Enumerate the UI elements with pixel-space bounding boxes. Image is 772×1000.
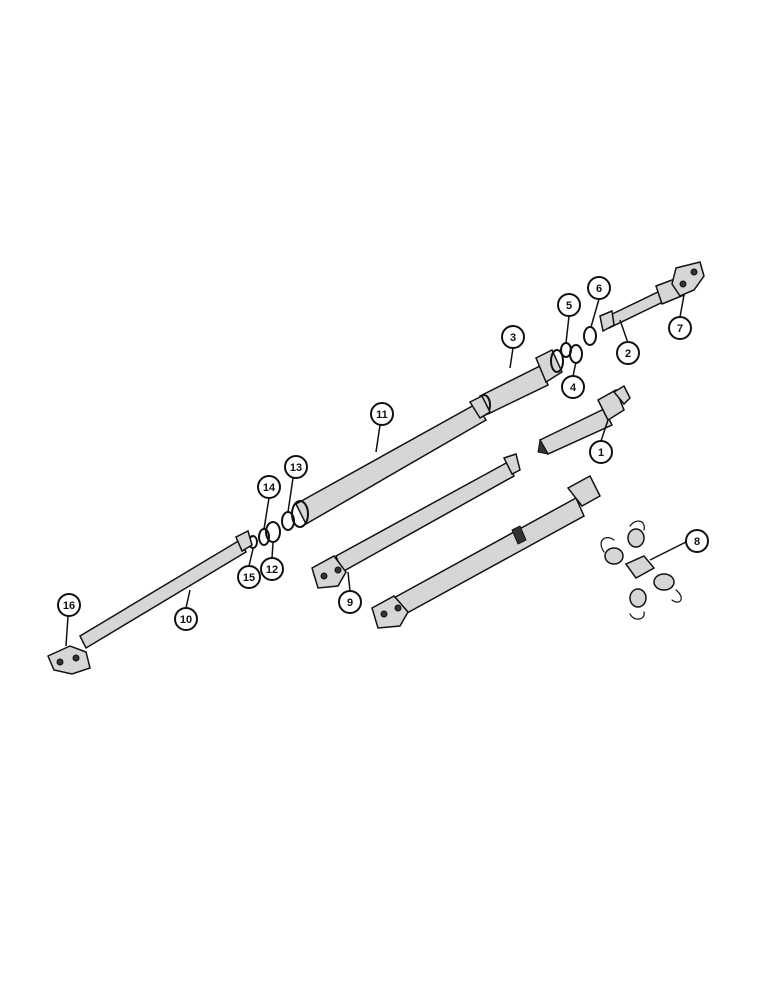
callout-9: 9 (338, 590, 362, 614)
yoke-16 (47, 645, 91, 675)
callout-13: 13 (284, 455, 308, 479)
callout-12: 12 (260, 557, 284, 581)
callout-2-label: 2 (625, 348, 631, 360)
callout-1-label: 1 (598, 447, 604, 459)
callout-6: 6 (587, 276, 611, 300)
ring-12 (265, 521, 281, 543)
callout-8: 8 (685, 529, 709, 553)
callout-11: 11 (370, 402, 394, 426)
callout-12-label: 12 (266, 564, 278, 576)
tube-3 (477, 348, 564, 416)
callout-10: 10 (174, 607, 198, 631)
callout-14-label: 14 (263, 482, 276, 494)
yoke-7 (671, 261, 705, 297)
callout-3-label: 3 (510, 332, 516, 344)
leader-lines (65, 294, 689, 647)
callout-11-label: 11 (376, 409, 388, 421)
callout-10-label: 10 (180, 614, 192, 626)
universal-joint-8 (600, 520, 682, 620)
callout-15: 15 (237, 565, 261, 589)
callout-4-label: 4 (570, 382, 577, 394)
callout-6-label: 6 (596, 283, 602, 295)
callout-14: 14 (257, 475, 281, 499)
callout-16: 16 (57, 593, 81, 617)
callout-8-label: 8 (694, 536, 700, 548)
callout-13-label: 13 (290, 462, 302, 474)
callout-15-label: 15 (243, 572, 255, 584)
callout-7: 7 (668, 316, 692, 340)
callout-7-label: 7 (677, 323, 683, 335)
callout-5: 5 (557, 293, 581, 317)
callout-5-label: 5 (566, 300, 572, 312)
shaft-9 (311, 453, 521, 589)
assembled-shaft (371, 474, 601, 629)
callout-2: 2 (616, 341, 640, 365)
callout-16-label: 16 (63, 600, 75, 612)
callout-9-label: 9 (347, 597, 353, 609)
ring-6 (583, 326, 597, 346)
callout-1: 1 (589, 440, 613, 464)
tube-1 (537, 384, 631, 455)
shaft-10 (79, 529, 253, 650)
callout-4: 4 (561, 375, 585, 399)
callout-3: 3 (501, 325, 525, 349)
ring-4 (569, 344, 583, 364)
tube-11 (291, 394, 491, 528)
